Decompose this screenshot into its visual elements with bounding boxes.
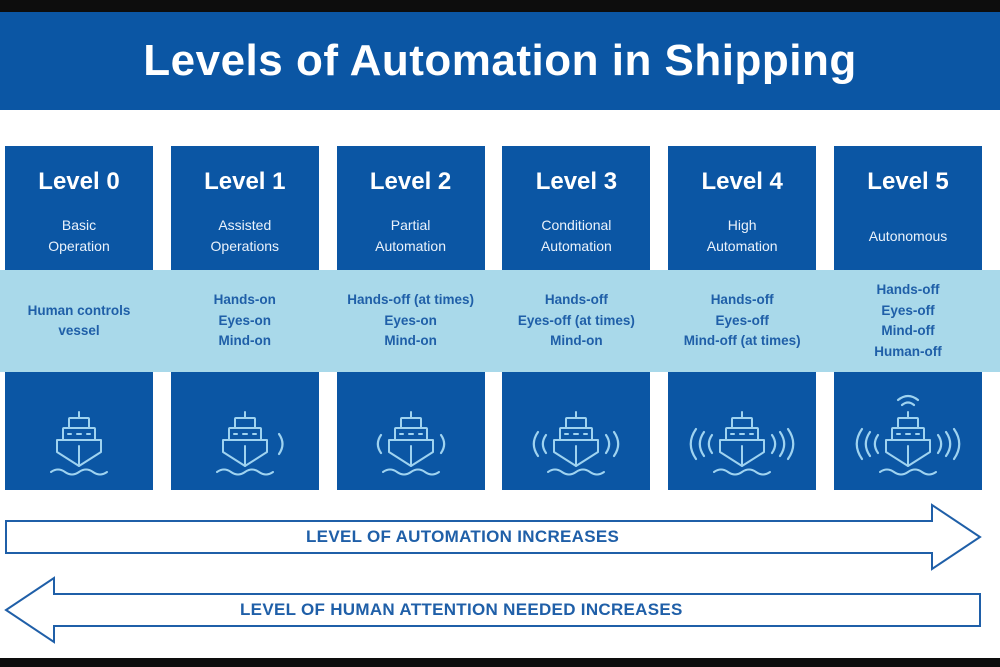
title-bar: Levels of Automation in Shipping: [0, 12, 1000, 110]
level-name-line: Assisted: [218, 217, 272, 233]
level-description-line: Eyes-on: [384, 312, 437, 328]
level-icon-panel: [502, 372, 651, 490]
ship-icon: [381, 411, 440, 476]
ship-icon: [547, 411, 606, 476]
level-name: Autonomous: [840, 212, 976, 260]
level-description-line: Eyes-off: [715, 312, 769, 328]
level-name-line: Autonomous: [868, 227, 948, 244]
signal-waves-icon: [689, 427, 795, 461]
ship-signal-graphic: [689, 411, 795, 476]
signal-waves-icon: [376, 433, 445, 455]
level-description-line: Mind-off (at times): [683, 333, 801, 349]
level-icon-panel: [170, 372, 319, 490]
level-description-line: Hands-on: [213, 292, 276, 308]
ship-signal-graphic: [855, 394, 961, 476]
ship-signal-graphic: [215, 411, 284, 476]
level-description-line: Eyes-on: [218, 312, 272, 328]
level-name-line: Conditional: [541, 217, 612, 233]
level-description-line: Mind-on: [218, 333, 272, 349]
level-icon-panel: [336, 372, 485, 490]
level-name-line: Operations: [210, 238, 280, 254]
level-description-line: Hands-off: [710, 292, 774, 308]
page-title: Levels of Automation in Shipping: [143, 36, 857, 85]
level-icon-panel: [5, 372, 153, 490]
level-name-line: Operation: [48, 238, 110, 254]
ship-icon: [713, 411, 772, 476]
left-arrow-shape: [4, 576, 981, 644]
ship-icon: [879, 411, 937, 476]
signal-waves-icon: [533, 430, 620, 458]
attention-arrow-label: LEVEL OF HUMAN ATTENTION NEEDED INCREASE…: [240, 600, 683, 619]
level-description-line: vessel: [58, 323, 100, 338]
level-number: Level 1: [204, 168, 286, 195]
level-name-line: Automation: [540, 238, 612, 254]
level-name-line: High: [727, 217, 757, 233]
ship-signal-graphic: [533, 411, 620, 476]
level-description-line: Eyes-off (at times): [517, 312, 635, 328]
level-icon-panel: [834, 372, 982, 490]
infographic: Levels of Automation in Shipping Level 0…: [0, 12, 1000, 658]
level-number: Level 0: [38, 168, 120, 195]
level-name-line: Automation: [375, 238, 446, 254]
right-arrow-shape: [5, 503, 982, 571]
automation-arrow: LEVEL OF AUTOMATION INCREASES: [0, 502, 1000, 572]
level-description-line: Hands-off (at times): [347, 292, 474, 308]
level-icon-panel: [668, 372, 817, 490]
level-header: Level 5 Autonomous: [834, 146, 982, 270]
level-number: Level 4: [701, 168, 783, 195]
level-number: Level 2: [369, 168, 452, 195]
ship-signal-graphic: [50, 411, 108, 476]
level-description-line: Human controls: [27, 302, 131, 318]
level-number: Level 5: [867, 168, 949, 195]
level-description-line: Hands-off: [876, 282, 940, 297]
level-name-line: Automation: [706, 238, 778, 254]
ship-signal-graphic: [376, 411, 445, 476]
ship-icon: [215, 411, 274, 476]
level-name-line: Partial: [390, 217, 431, 233]
level-name-line: Basic: [61, 217, 97, 233]
level-description-line: Human-off: [874, 343, 942, 359]
attention-arrow: LEVEL OF HUMAN ATTENTION NEEDED INCREASE…: [0, 575, 1000, 645]
automation-arrow-label: LEVEL OF AUTOMATION INCREASES: [306, 527, 620, 546]
level-description-line: Mind-off: [881, 323, 935, 338]
signal-waves-icon: [855, 394, 961, 461]
description-band: [0, 270, 1000, 372]
signal-waves-icon: [277, 432, 284, 456]
level-description-line: Mind-on: [384, 333, 437, 349]
level-description-line: Hands-off: [544, 292, 608, 308]
level-description-line: Mind-on: [550, 333, 603, 349]
level-description: Human controls vessel: [5, 270, 153, 372]
level-description-line: Eyes-off: [881, 302, 935, 318]
level-number: Level 3: [535, 168, 618, 195]
ship-icon: [50, 411, 108, 476]
